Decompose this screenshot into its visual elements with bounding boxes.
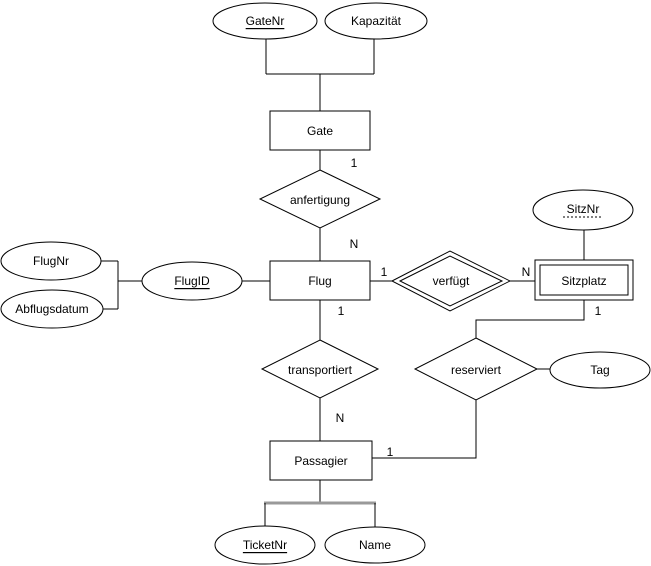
attribute-ticketnr-label: TicketNr: [243, 538, 287, 552]
attribute-name: [324, 526, 426, 564]
attribute-name-label: Name: [359, 538, 391, 552]
edge-sitzplatz-reserviert: [475, 300, 585, 338]
relationship-transportiert-label: transportiert: [288, 363, 353, 377]
relationship-verfuegt-inner: [398, 255, 504, 307]
entity-flug-label: Flug: [308, 274, 331, 288]
entity-gate: [269, 110, 371, 151]
cardinality-transportiert-passagier: N: [336, 411, 345, 425]
cardinality-flug-transportiert: 1: [338, 304, 345, 318]
edge-reserviert-passagier: [372, 400, 477, 459]
attribute-abflugsdatum-label: Abflugsdatum: [15, 302, 88, 316]
attribute-sitznr-label: SitzNr: [567, 202, 600, 216]
attribute-flugnr: [0, 241, 102, 281]
entity-passagier: [269, 440, 373, 481]
attribute-flugid: [141, 261, 243, 301]
attribute-gatenr-label: GateNr: [246, 14, 285, 28]
attribute-kapazitaet: [324, 2, 428, 40]
relationship-anfertigung: [258, 169, 382, 229]
attribute-gatenr: [212, 2, 318, 40]
attribute-sitznr: [532, 189, 634, 231]
entity-passagier-label: Passagier: [294, 454, 347, 468]
cardinality-verfuegt-sitzplatz: N: [522, 265, 531, 279]
entity-flug: [269, 260, 371, 301]
attribute-flugid-label: FlugID: [174, 274, 210, 288]
relationship-reserviert: [413, 337, 539, 401]
relationship-reserviert-label: reserviert: [451, 363, 502, 377]
attribute-tag-label: Tag: [590, 363, 609, 377]
cardinality-anfertigung-flug: N: [350, 237, 359, 251]
entity-sitzplatz-label: Sitzplatz: [561, 274, 606, 288]
attribute-kapazitaet-label: Kapazität: [351, 14, 402, 28]
cardinality-gate-anfertigung: 1: [351, 156, 358, 170]
cardinality-flug-verfuegt: 1: [381, 265, 388, 279]
cardinality-sitzplatz-reserviert: 1: [595, 304, 602, 318]
entity-gate-label: Gate: [307, 124, 333, 138]
relationship-verfuegt-label: verfügt: [433, 274, 470, 288]
relationship-transportiert: [260, 339, 380, 399]
entity-sitzplatz-inner: [539, 264, 629, 296]
cardinality-passagier-reserviert: 1: [387, 445, 394, 459]
attribute-tag: [549, 351, 651, 389]
attribute-flugnr-label: FlugNr: [33, 254, 69, 268]
relationship-anfertigung-label: anfertigung: [290, 193, 350, 207]
attribute-ticketnr: [214, 525, 316, 565]
attribute-abflugsdatum: [0, 289, 104, 329]
